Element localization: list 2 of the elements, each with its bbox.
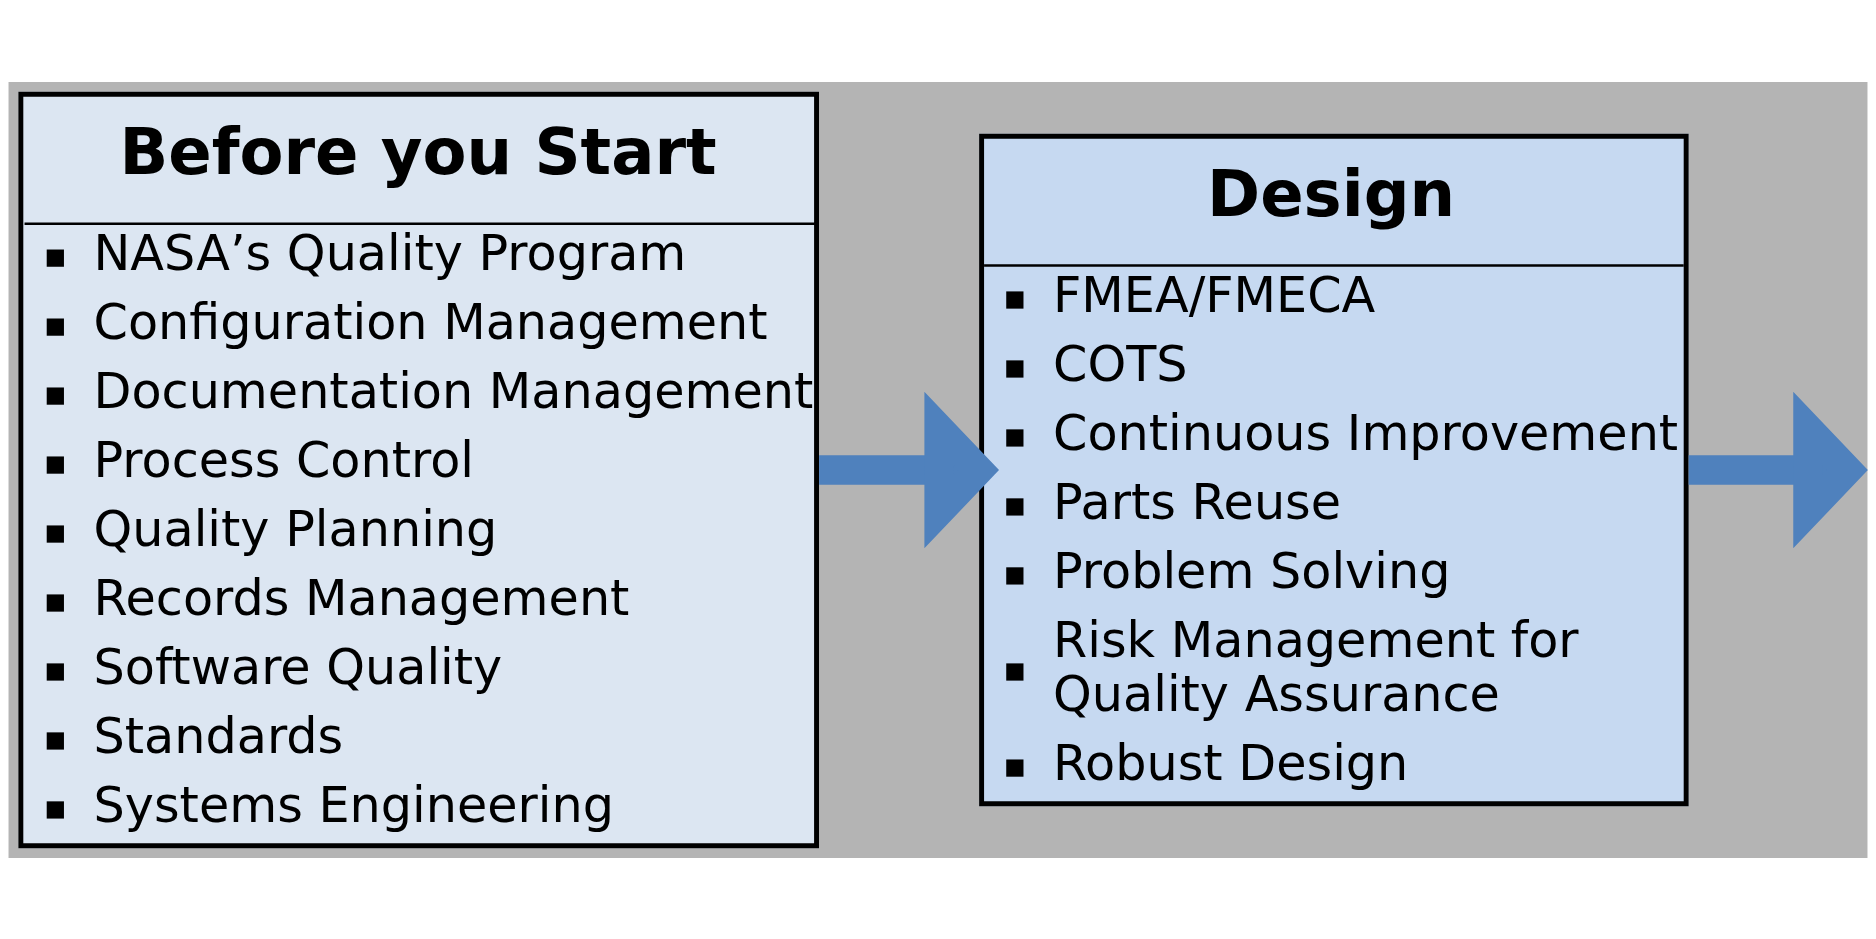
arrow bbox=[1688, 391, 1868, 548]
arrow bbox=[819, 391, 999, 548]
